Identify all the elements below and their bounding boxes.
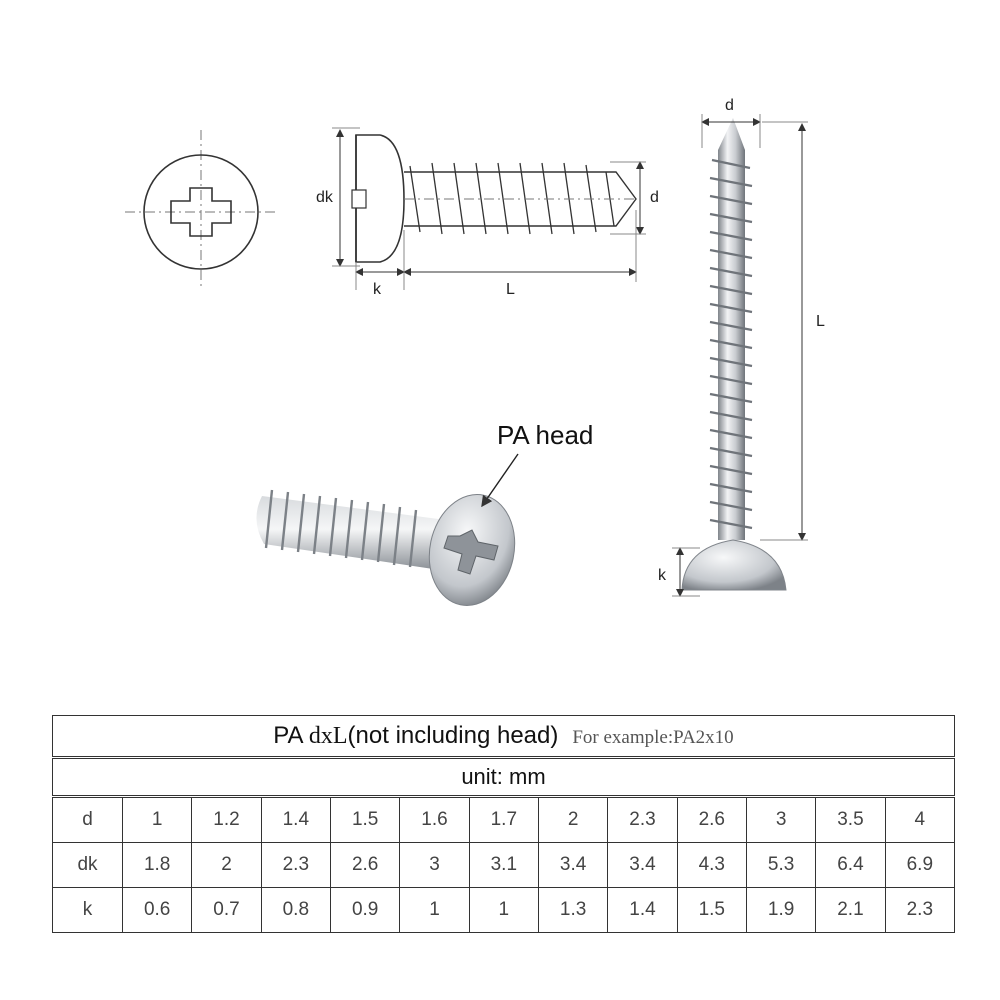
cell: 2.6 [676,796,747,843]
cell: 3.4 [537,842,609,888]
cell: 0.9 [329,887,401,933]
cell: 1.9 [745,887,817,933]
cell: 1.6 [399,796,470,843]
cell: 2.3 [260,842,331,888]
dim-label-dk: dk [316,189,334,206]
dim-label-k: k [373,281,382,298]
dim-label-L: L [506,281,515,298]
cell: 2.1 [815,887,886,933]
head-top-view [125,130,275,290]
cell: 6.4 [815,842,886,888]
cell: 2.6 [329,842,401,888]
row-label-dk: dk [52,842,123,888]
phillips-recess-icon [443,529,499,575]
cell: 4 [884,796,956,843]
title-suffix: (not including head) [347,722,559,749]
screw-vertical-photo: d L k [658,97,825,597]
vertical-dim-label-k: k [658,567,667,584]
cell: 1.3 [537,887,609,933]
cell: 2 [191,842,262,888]
cell: 1 [399,887,470,933]
title-prefix: PA [273,722,309,749]
cell: 5.3 [745,842,817,888]
cell: 1 [468,887,539,933]
row-label-d: d [52,796,123,843]
table-unit-row: unit: mm [52,757,955,798]
pa-head-callout: PA head [497,420,593,450]
cell: 1.4 [260,796,331,843]
cell: 6.9 [884,842,956,888]
cell: 1.4 [607,887,678,933]
cell: 0.7 [191,887,262,933]
cell: 3 [745,796,817,843]
table-title: PA dxL(not including head) For example:PA… [52,715,955,759]
cell: 1.2 [191,796,262,843]
cell: 2.3 [884,887,956,933]
spec-table: PA dxL(not including head) For example:PA… [52,715,956,933]
title-example: For example:PA2x10 [572,727,734,748]
table-row-d: d 1 1.2 1.4 1.5 1.6 1.7 2 2.3 2.6 3 3.5 … [52,796,956,843]
screw-angled-photo: PA head [256,420,593,606]
cell: 1.7 [468,796,539,843]
table-title-row: PA dxL(not including head) For example:PA… [52,715,955,759]
dim-label-d: d [650,189,659,206]
vertical-dim-label-d: d [725,97,734,114]
title-formula: dxL [308,723,348,749]
table-row-k: k 0.6 0.7 0.8 0.9 1 1 1.3 1.4 1.5 1.9 2.… [52,887,956,933]
screw-dimension-drawing: dk d k L d L k [125,97,825,606]
cell: 3.5 [815,796,886,843]
phillips-cross-icon [170,187,232,237]
cell: 3.1 [468,842,539,888]
table-row-dk: dk 1.8 2 2.3 2.6 3 3.1 3.4 3.4 4.3 5.3 6… [52,842,956,888]
cell: 0.8 [260,887,331,933]
cell: 4.3 [676,842,747,888]
cell: 1.5 [676,887,747,933]
cell: 1.5 [329,796,401,843]
cell: 1.8 [121,842,193,888]
screw-side-view: dk d k L [316,127,659,298]
cell: 1 [121,796,193,843]
row-label-k: k [52,887,123,933]
cell: 3.4 [607,842,678,888]
vertical-dim-label-L: L [816,313,825,330]
cell: 3 [399,842,470,888]
unit-label: unit: mm [52,757,955,798]
cell: 0.6 [121,887,193,933]
cell: 2.3 [607,796,678,843]
cell: 2 [537,796,609,843]
